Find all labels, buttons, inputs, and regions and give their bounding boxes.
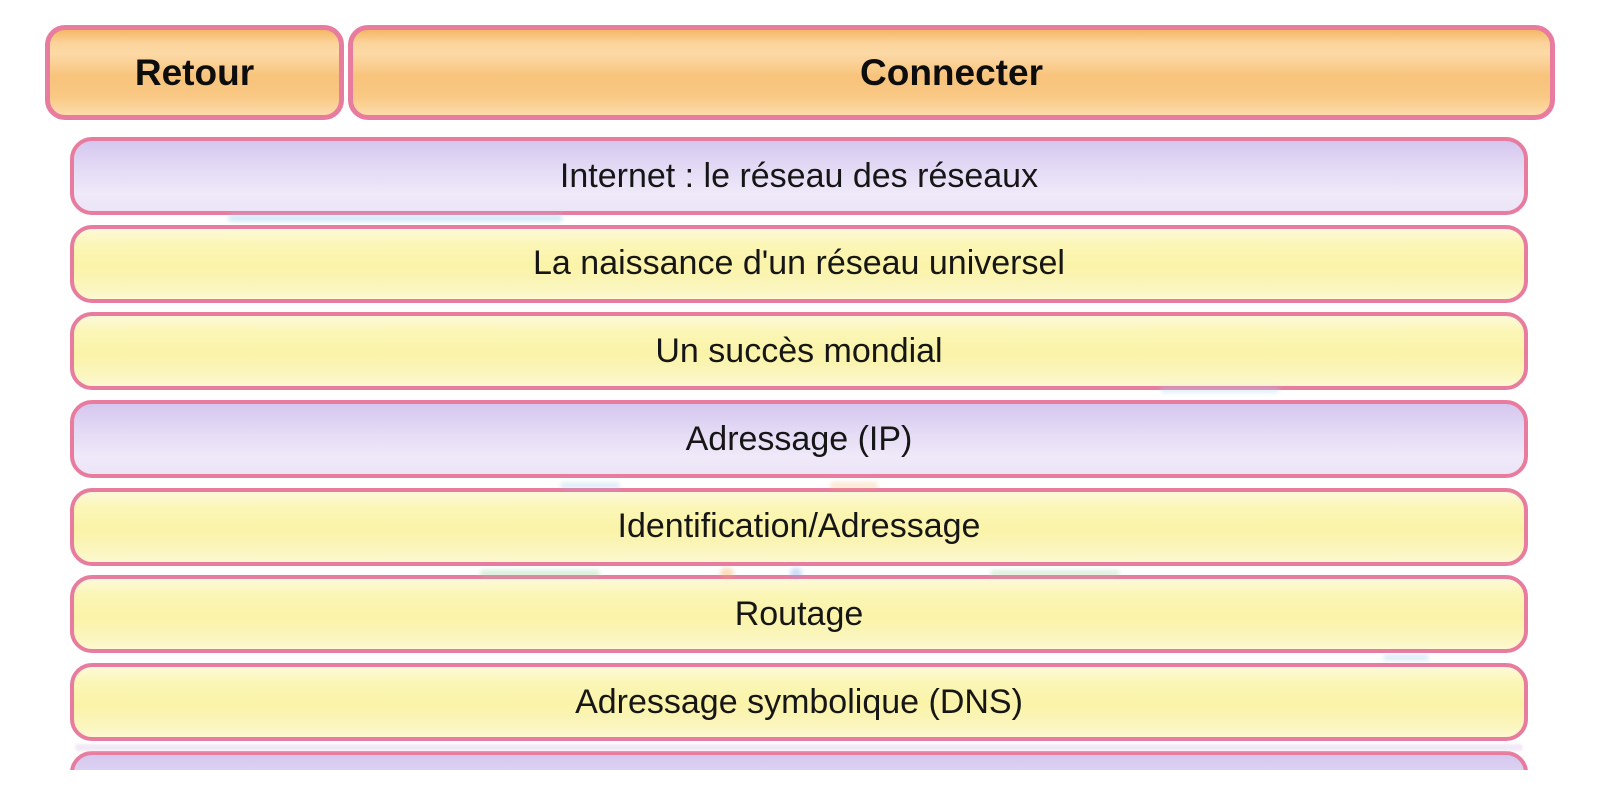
menu-item[interactable]: Routage bbox=[70, 575, 1528, 654]
menu-item[interactable]: Internet : le réseau des réseaux bbox=[70, 137, 1528, 215]
menu-item[interactable]: Un succès mondial bbox=[70, 312, 1528, 391]
menu-item[interactable] bbox=[70, 750, 1528, 770]
menu-item[interactable]: Identification/Adressage bbox=[70, 487, 1528, 566]
menu-item[interactable]: Adressage symbolique (DNS) bbox=[70, 663, 1528, 742]
menu-item[interactable]: Adressage (IP) bbox=[70, 400, 1528, 479]
back-button[interactable]: Retour bbox=[45, 25, 344, 120]
app-screen: Retour Connecter Internet : le réseau de… bbox=[45, 25, 1555, 770]
chapter-menu: Internet : le réseau des réseaux La naiss… bbox=[70, 137, 1528, 770]
menu-item[interactable]: La naissance d'un réseau universel bbox=[70, 224, 1528, 303]
connect-button[interactable]: Connecter bbox=[348, 25, 1555, 120]
